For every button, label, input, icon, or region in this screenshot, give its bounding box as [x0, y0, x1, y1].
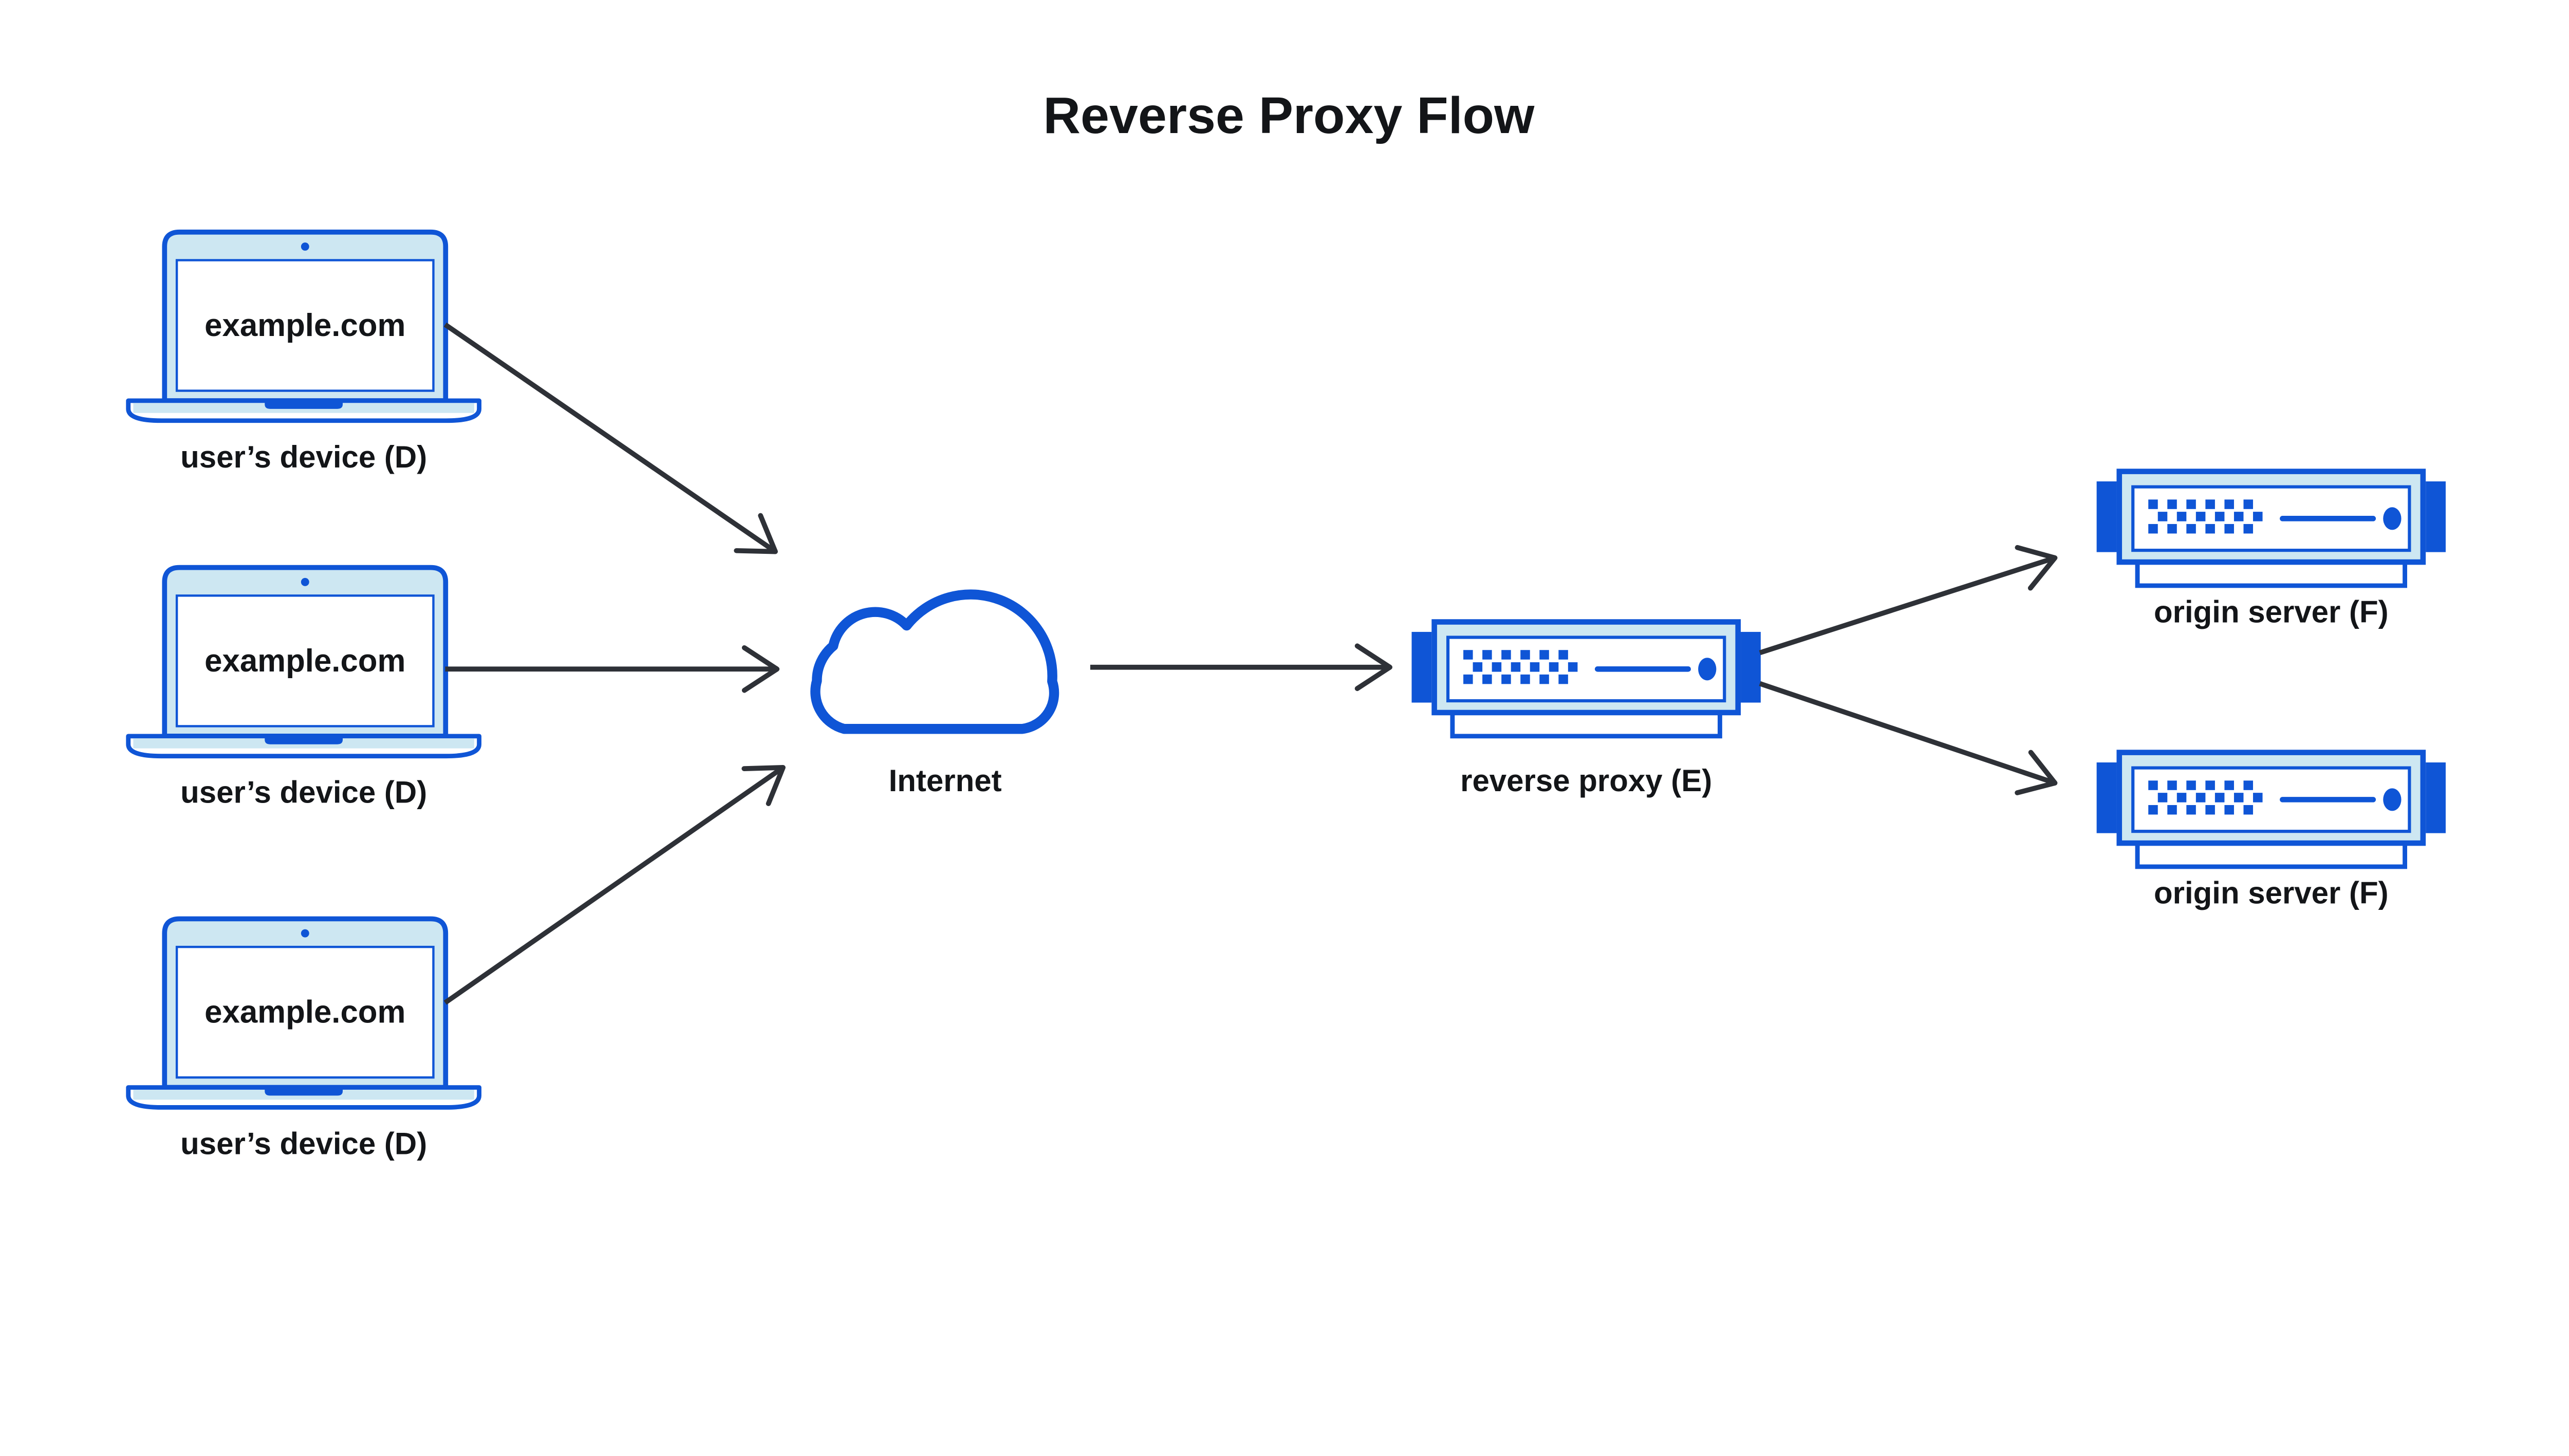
device-screen-url: example.com	[204, 643, 405, 679]
reverse-proxy-label: reverse proxy (E)	[1460, 763, 1712, 798]
server-icon	[1411, 622, 1760, 736]
arrow-proxy-to-origin1	[1759, 545, 2058, 656]
origin-server-label: origin server (F)	[2154, 595, 2389, 629]
cloud-icon	[810, 589, 1059, 734]
origin-server-node-1: origin server (F)	[2097, 472, 2446, 629]
arrow-proxy-to-origin2	[1759, 681, 2058, 795]
device-screen-url: example.com	[204, 308, 405, 343]
device-screen-url: example.com	[204, 995, 405, 1030]
reverse-proxy-flow-diagram: Reverse Proxy Flow example.com user’s de…	[125, 86, 2449, 1161]
origin-server-node-2: origin server (F)	[2097, 753, 2446, 910]
device-label: user’s device (D)	[180, 775, 427, 810]
internet-node: Internet	[810, 589, 1059, 798]
user-device-node-3: example.com user’s device (D)	[128, 919, 479, 1161]
device-label: user’s device (D)	[180, 440, 427, 474]
reverse-proxy-node: reverse proxy (E)	[1411, 622, 1760, 798]
internet-label: Internet	[889, 763, 1002, 798]
arrow-device3-to-internet	[443, 764, 786, 1005]
server-icon	[2097, 753, 2446, 867]
diagram-canvas: Reverse Proxy Flow example.com user’s de…	[125, 86, 2449, 1161]
user-device-node-1: example.com user’s device (D)	[128, 232, 479, 474]
device-label: user’s device (D)	[180, 1127, 427, 1161]
server-icon	[2097, 472, 2446, 586]
user-device-node-2: example.com user’s device (D)	[128, 568, 479, 810]
page-title: Reverse Proxy Flow	[1043, 87, 1535, 144]
arrow-device1-to-internet	[443, 322, 778, 554]
origin-server-label: origin server (F)	[2154, 876, 2389, 910]
